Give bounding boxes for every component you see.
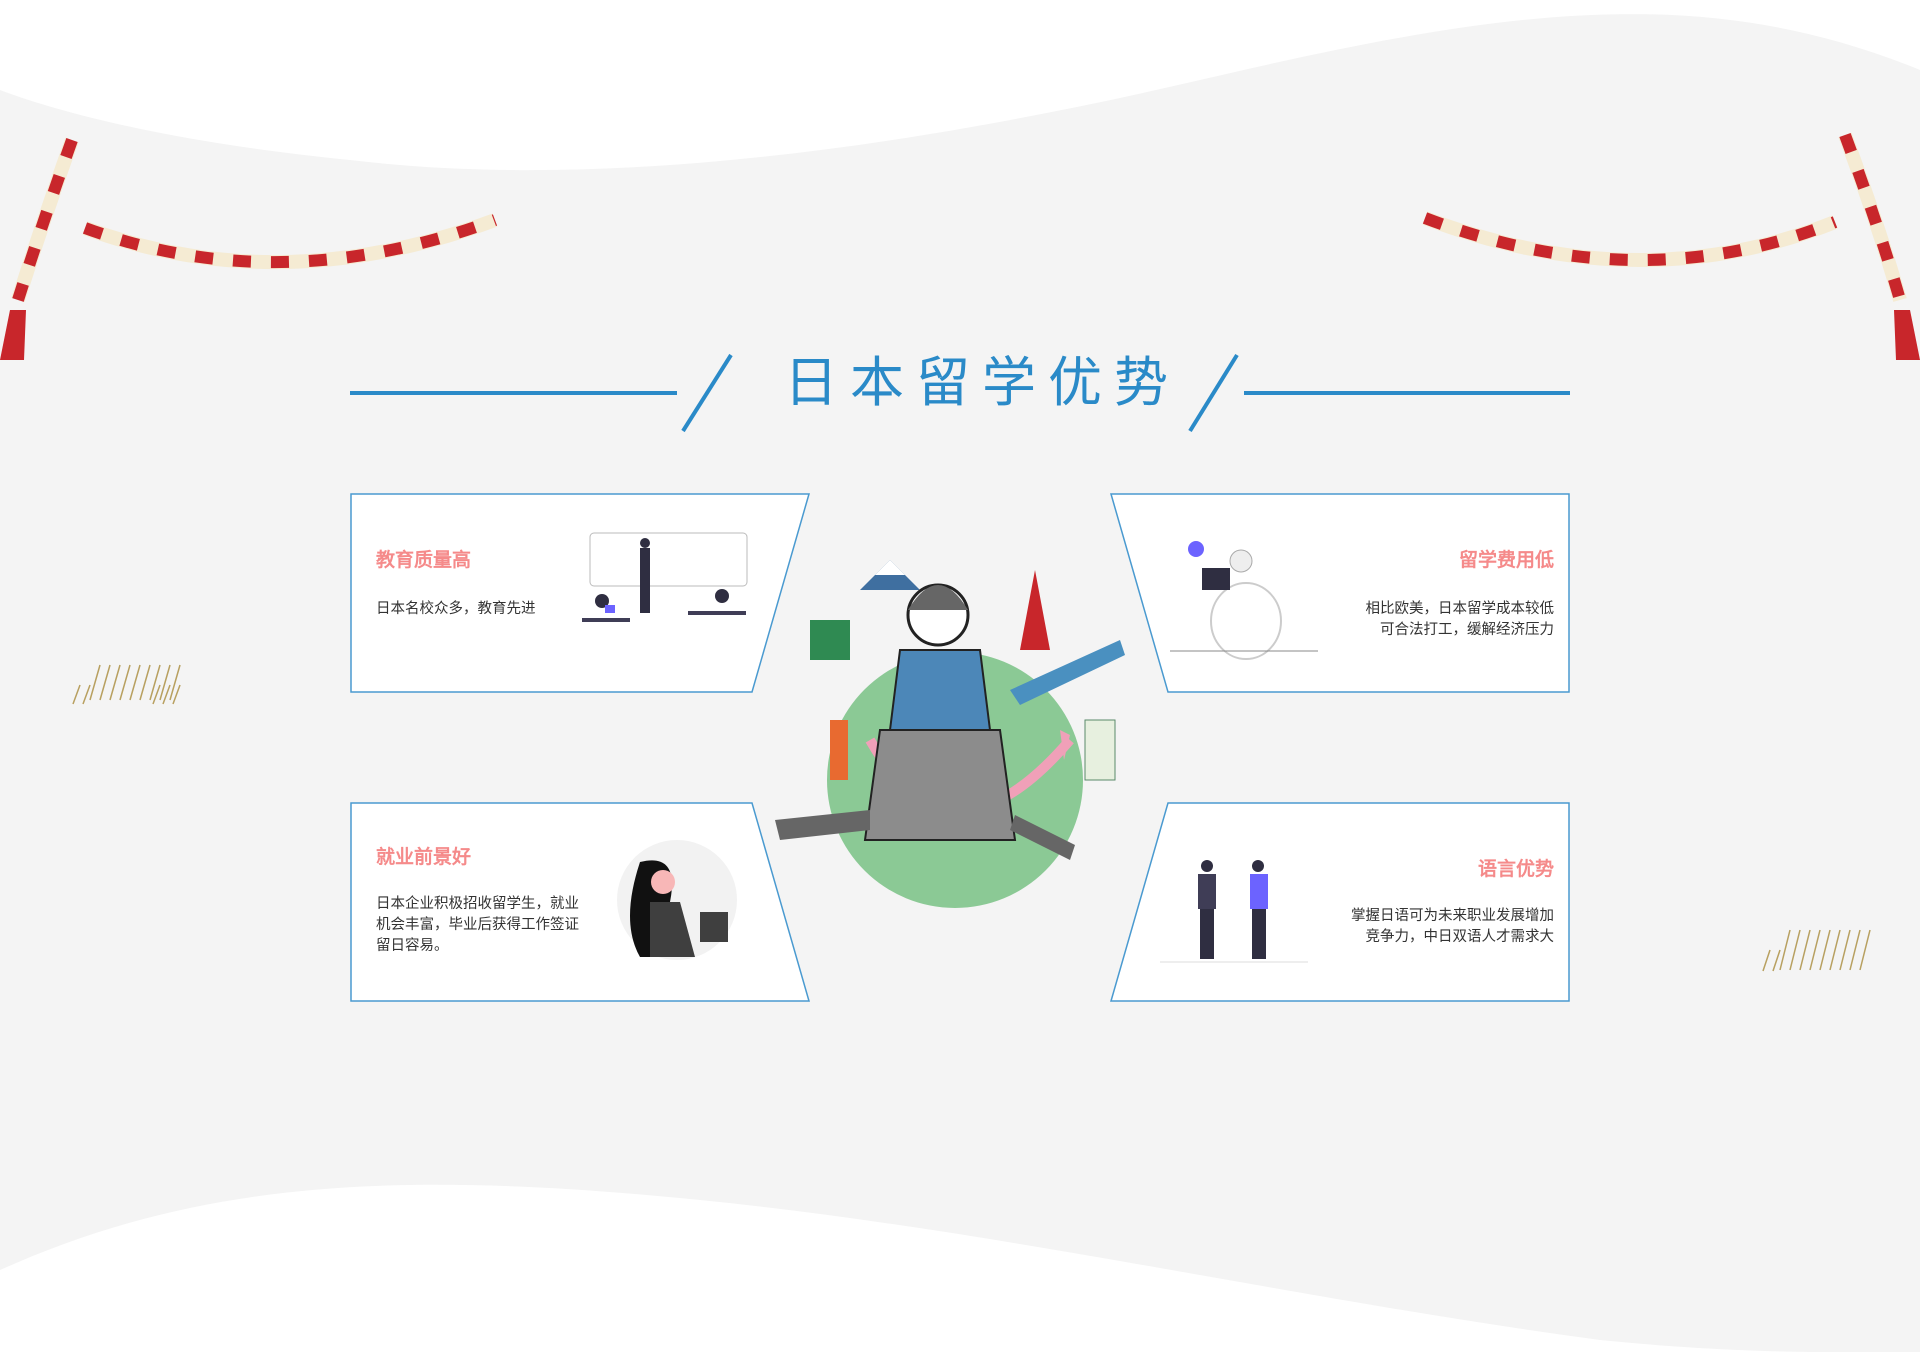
- card-language: 语言优势 掌握日语可为未来职业发展增加竞争力，中日双语人才需求大: [1110, 802, 1580, 1012]
- card-education-quality: 教育质量高 日本名校众多，教育先进: [350, 493, 820, 703]
- page-title: 日本留学优势: [784, 351, 1180, 414]
- card-text: 日本企业积极招收留学生，就业机会丰富，毕业后获得工作签证留日容易。: [376, 896, 579, 954]
- gold-hatch-right: [1762, 929, 1871, 972]
- card-heading: 留学费用低: [1458, 549, 1554, 571]
- globe-student-illustration: [775, 560, 1125, 908]
- card-text: 相比欧美，日本留学成本较低可合法打工，缓解经济压力: [1365, 601, 1555, 638]
- card-heading: 教育质量高: [376, 549, 472, 571]
- card-text: 掌握日语可为未来职业发展增加竞争力，中日双语人才需求大: [1351, 908, 1554, 945]
- handshake-illustration: [1160, 860, 1308, 963]
- title-decoration: [350, 353, 1570, 433]
- card-heading: 语言优势: [1477, 858, 1554, 880]
- rope-decoration-right: [1422, 132, 1920, 360]
- piggy-bank-illustration: [1170, 541, 1318, 660]
- gold-hatch-left: [72, 664, 181, 705]
- card-employment: 就业前景好 日本企业积极招收留学生，就业机会丰富，毕业后获得工作签证留日容易。: [350, 802, 820, 1012]
- classroom-illustration: [582, 532, 748, 622]
- woman-laptop-illustration: [617, 840, 737, 960]
- card-low-cost: 留学费用低 相比欧美，日本留学成本较低可合法打工，缓解经济压力: [1110, 493, 1580, 703]
- card-heading: 就业前景好: [376, 846, 472, 868]
- rope-decoration-left: [0, 137, 498, 360]
- card-text: 日本名校众多，教育先进: [376, 601, 536, 617]
